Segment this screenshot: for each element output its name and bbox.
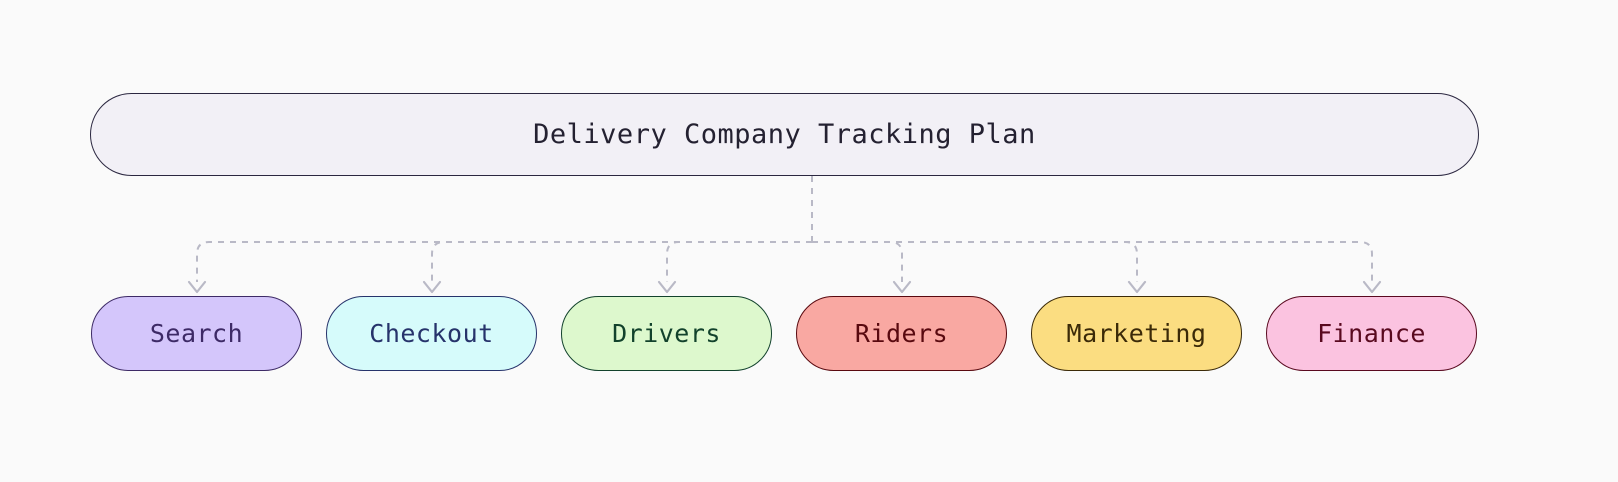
leaf-node-label: Checkout	[369, 319, 494, 348]
arrowhead-icon	[1127, 280, 1147, 294]
leaf-node-marketing[interactable]: Marketing	[1031, 296, 1242, 371]
leaf-node-label: Search	[149, 319, 244, 348]
leaf-node-finance[interactable]: Finance	[1266, 296, 1477, 371]
arrowhead-icon	[1362, 280, 1382, 294]
leaf-node-label: Riders	[854, 319, 949, 348]
leaf-node-checkout[interactable]: Checkout	[326, 296, 537, 371]
arrowhead-icon	[892, 280, 912, 294]
leaf-node-label: Finance	[1317, 319, 1426, 348]
arrowhead-icon	[657, 280, 677, 294]
arrowhead-icon	[422, 280, 442, 294]
leaf-node-search[interactable]: Search	[91, 296, 302, 371]
root-node[interactable]: Delivery Company Tracking Plan	[90, 93, 1479, 176]
leaf-node-drivers[interactable]: Drivers	[561, 296, 772, 371]
leaf-node-label: Drivers	[612, 319, 721, 348]
leaf-node-label: Marketing	[1066, 319, 1207, 348]
arrowhead-icon	[187, 280, 207, 294]
root-node-label: Delivery Company Tracking Plan	[533, 119, 1036, 150]
leaf-node-riders[interactable]: Riders	[796, 296, 1007, 371]
